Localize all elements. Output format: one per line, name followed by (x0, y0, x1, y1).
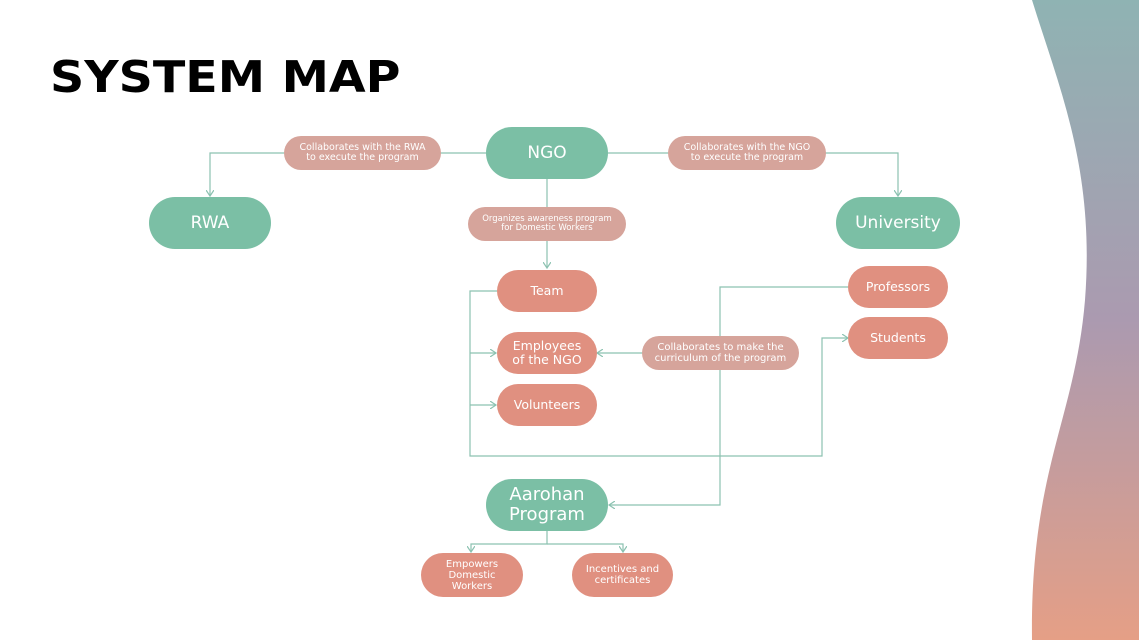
node-rwa: RWA (149, 197, 271, 249)
node-professors: Professors (848, 266, 948, 308)
edge-team-bracket (469, 290, 848, 457)
node-incentives-certificates: Incentives and certificates (572, 553, 673, 597)
label-rwa-collaboration: Collaborates with the RWA to execute the… (284, 136, 441, 170)
page-title: SYSTEM MAP (50, 52, 401, 103)
node-aarohan-program: Aarohan Program (486, 479, 608, 531)
edge-professors-aarohan (609, 286, 848, 505)
edge-aarohan-outcomes (471, 531, 548, 552)
label-awareness-program: Organizes awareness program for Domestic… (468, 207, 626, 241)
node-volunteers: Volunteers (497, 384, 597, 426)
node-students: Students (848, 317, 948, 359)
label-curriculum-collaboration: Collaborates to make the curriculum of t… (642, 336, 799, 370)
label-university-collaboration: Collaborates with the NGO to execute the… (668, 136, 826, 170)
node-empowers-domestic-workers: Empowers Domestic Workers (421, 553, 523, 597)
node-ngo: NGO (486, 127, 608, 179)
node-employees-of-ngo: Employees of the NGO (497, 332, 597, 374)
edge-aarohan-incentives (547, 543, 623, 552)
node-team: Team (497, 270, 597, 312)
node-university: University (836, 197, 960, 249)
